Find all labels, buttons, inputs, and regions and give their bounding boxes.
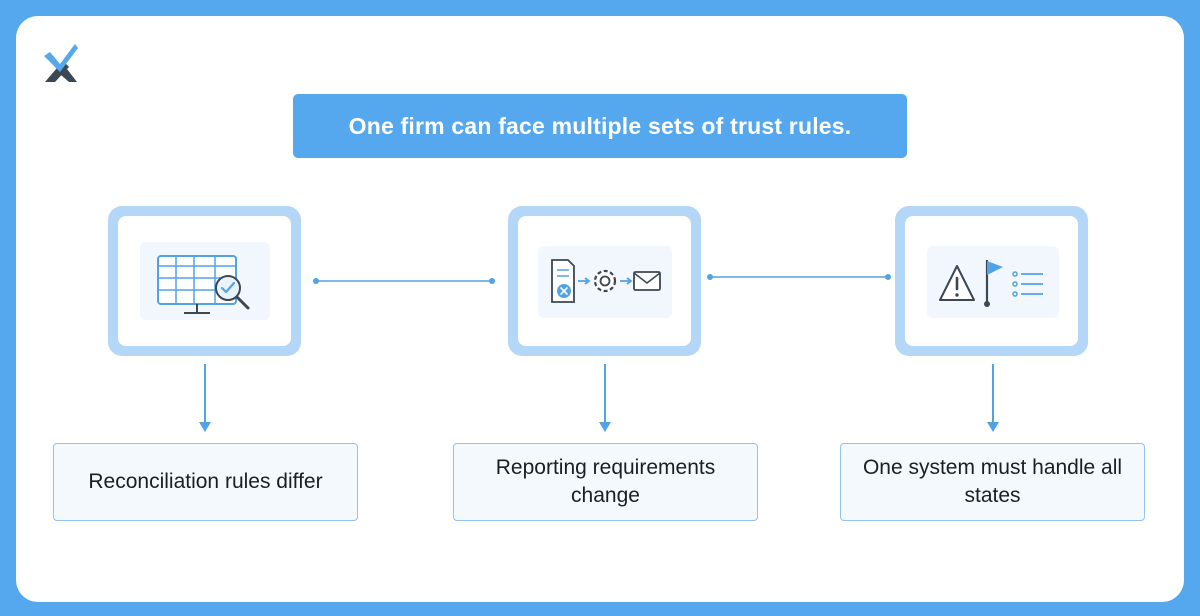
connector-1-2 [313,278,495,284]
step-3-icon-card [895,206,1088,356]
step-1-icon-card [108,206,301,356]
arrow-down-3 [987,364,999,432]
warning-flag-checklist-icon [927,246,1059,318]
step-2-label-box: Reporting requirements change [453,443,758,521]
step-1-label: Reconciliation rules differ [88,470,323,493]
arrow-down-2 [599,364,611,432]
title-banner: One firm can face multiple sets of trust… [293,94,907,158]
connector-2-3 [707,274,891,280]
step-1-label-box: Reconciliation rules differ [53,443,358,521]
step-3-label-box: One system must handle all states [840,443,1145,521]
step-3-label: One system must handle all states [862,456,1123,507]
check-x-logo-icon [44,44,78,82]
document-gear-email-icon [538,246,672,318]
arrow-down-1 [199,364,211,432]
step-2-label: Reporting requirements change [495,456,716,507]
title-text: One firm can face multiple sets of trust… [348,112,852,139]
spreadsheet-magnifier-icon [140,242,270,320]
step-2-icon-card [508,206,701,356]
